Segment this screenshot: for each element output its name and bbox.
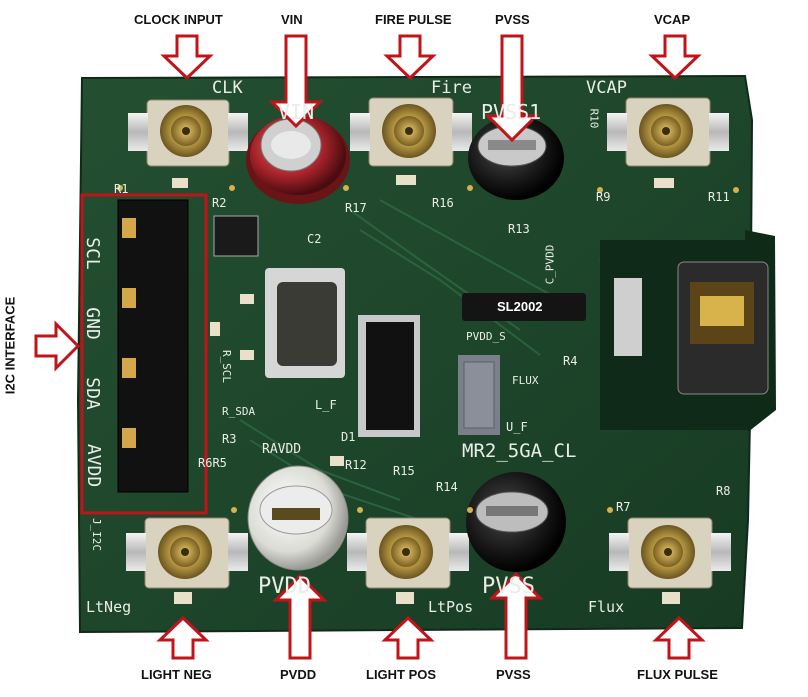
silk-r12: R12 xyxy=(345,458,367,472)
i2c-header xyxy=(117,199,189,493)
solder-dots xyxy=(117,185,739,513)
silk-ltneg: LtNeg xyxy=(86,598,132,616)
silk-c-pvdd: C_PVDD xyxy=(543,244,557,285)
callout-pvdd: PVDD xyxy=(280,667,317,682)
silk-r-scl: R_SCL xyxy=(220,349,234,384)
silk-board-name: MR2_5GA_CL xyxy=(462,440,577,462)
callout-i2c-interface: I2C INTERFACE xyxy=(2,296,18,395)
silk-r11: R11 xyxy=(708,190,730,204)
sensor-module xyxy=(600,240,769,430)
arrow-vcap-icon xyxy=(648,34,702,81)
silk-r6r5: R6R5 xyxy=(198,456,227,470)
arrow-i2c-icon xyxy=(34,320,81,372)
arrow-pvss-top-icon xyxy=(484,34,540,143)
silk-flux-label: FLUX xyxy=(512,374,539,387)
callout-flux-pulse: FLUX PULSE xyxy=(637,667,718,682)
silk-rvdd: RAVDD xyxy=(262,442,302,457)
callout-clock-input: CLOCK INPUT xyxy=(134,12,223,27)
smd-pads xyxy=(172,175,680,604)
sma-connector-ltneg xyxy=(126,517,248,589)
sma-connector-ltpos xyxy=(347,517,469,589)
silk-r7: R7 xyxy=(616,500,631,514)
test-point-pvdd xyxy=(247,465,349,571)
silk-pvss1: PVSS1 xyxy=(481,100,542,124)
silk-clk: CLK xyxy=(212,78,243,98)
i2c-highlight-box xyxy=(80,193,208,515)
silk-r2: R2 xyxy=(212,196,227,210)
silk-flux: Flux xyxy=(588,598,625,616)
chip-sl2002 xyxy=(462,293,586,321)
silk-r3: R3 xyxy=(222,432,237,446)
silk-sda: SDA xyxy=(81,377,103,410)
silk-gnd: GND xyxy=(81,307,103,340)
silk-r-sda: R_SDA xyxy=(222,405,256,418)
arrow-pvdd-icon xyxy=(272,573,328,660)
arrow-flux-pulse-icon xyxy=(652,615,706,660)
silk-c2: C2 xyxy=(307,232,322,246)
silk-l-f: L_F xyxy=(315,398,337,412)
silk-fire: Fire xyxy=(431,78,472,98)
silk-vin: VIN xyxy=(278,100,315,124)
silk-r8: R8 xyxy=(716,484,731,498)
callout-pvss-top: PVSS xyxy=(495,12,530,27)
silk-r1: R1 xyxy=(114,182,129,196)
silk-r4: R4 xyxy=(563,354,578,368)
silk-pvdd: PVDD xyxy=(258,574,311,599)
silk-vcap: VCAP xyxy=(586,78,627,98)
callout-pvss-bottom: PVSS xyxy=(496,667,531,682)
chip-label-sl2002: SL2002 xyxy=(497,299,543,314)
test-point-pvss-top xyxy=(468,116,564,200)
silk-pvss: PVSS xyxy=(482,574,535,599)
arrow-light-pos-icon xyxy=(381,615,435,660)
callout-fire-pulse: FIRE PULSE xyxy=(375,12,452,27)
silk-pvdd-s: PVDD_S xyxy=(466,330,506,343)
sma-connector-vcap xyxy=(607,97,729,167)
chip-uf xyxy=(458,355,500,435)
capacitor-c2 xyxy=(213,215,259,257)
arrow-fire-pulse-icon xyxy=(383,34,437,81)
silk-avdd: AVDD xyxy=(83,443,105,488)
callout-vin: VIN xyxy=(281,12,303,27)
callout-light-pos: LIGHT POS xyxy=(366,667,437,682)
silk-r15: R15 xyxy=(393,464,415,478)
silk-r13: R13 xyxy=(508,222,530,236)
sma-connector-flux xyxy=(609,517,731,589)
test-point-vin xyxy=(246,115,350,204)
silk-scl: SCL xyxy=(81,237,103,270)
silk-u-f: U_F xyxy=(506,420,528,434)
arrow-light-neg-icon xyxy=(156,615,210,660)
test-point-pvss-bottom xyxy=(466,472,566,572)
callout-light-neg: LIGHT NEG xyxy=(141,667,212,682)
sma-connector-clk xyxy=(128,99,248,167)
silk-r17: R17 xyxy=(345,201,367,215)
silk-r16: R16 xyxy=(432,196,454,210)
inductor-lf xyxy=(265,268,345,378)
silk-r14: R14 xyxy=(436,480,458,494)
arrow-vin-icon xyxy=(268,34,324,129)
callout-vcap: VCAP xyxy=(654,12,691,27)
silk-d1: D1 xyxy=(341,430,356,444)
silk-r9: R9 xyxy=(596,190,611,204)
silk-r10: R10 xyxy=(587,108,601,129)
arrow-pvss-bottom-icon xyxy=(488,571,544,660)
sma-connector-fire xyxy=(350,97,472,167)
arrow-clock-input-icon xyxy=(160,34,214,81)
silk-j-i2c: J_I2C xyxy=(90,517,104,552)
diode-d1 xyxy=(358,315,420,437)
silk-ltpos: LtPos xyxy=(428,598,474,616)
